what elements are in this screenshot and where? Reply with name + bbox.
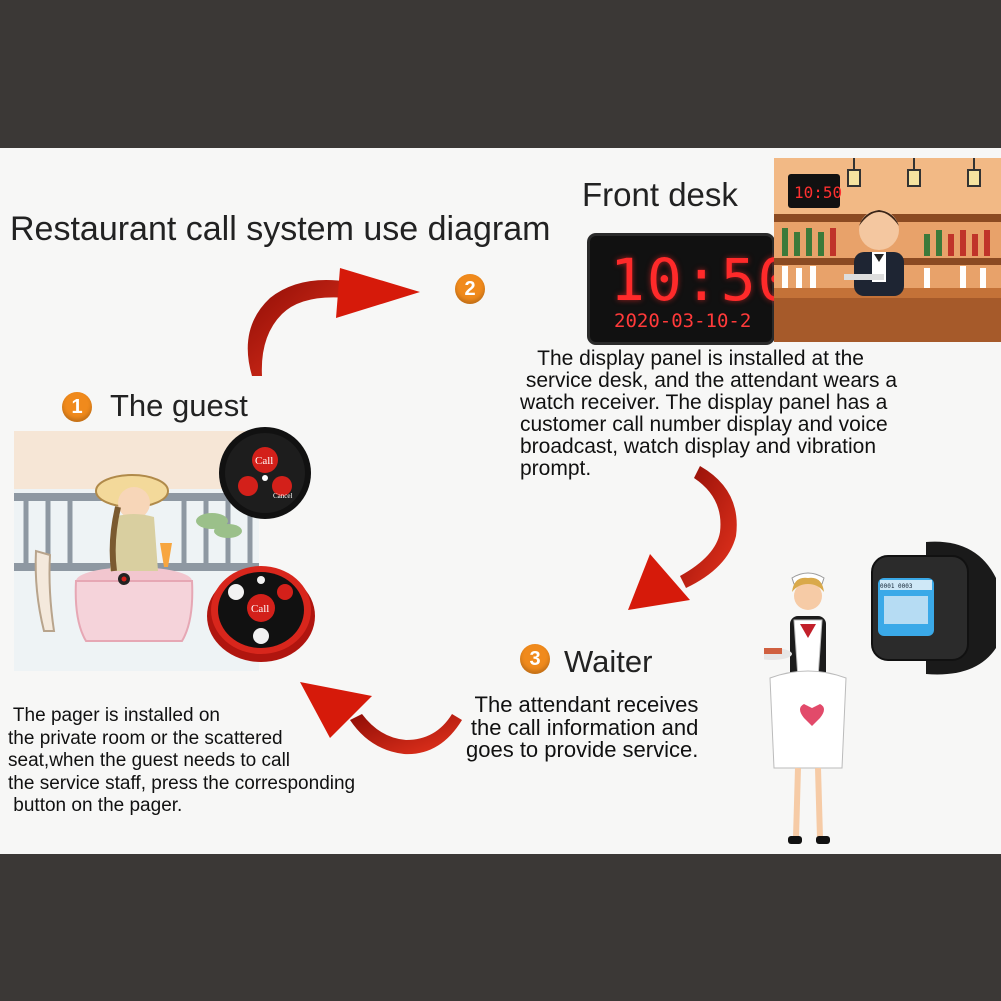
step-2-badge: 2 — [455, 274, 485, 304]
guest-heading: The guest — [110, 388, 248, 423]
waiter-description: The attendant receives the call informat… — [466, 692, 699, 762]
diagram-canvas: Restaurant call system use diagram 2 Fro… — [0, 148, 1001, 854]
guest-scene-svg — [14, 431, 259, 671]
waiter-svg — [752, 572, 847, 844]
bartender-illustration: 10:50 — [774, 158, 1001, 342]
bar-scene-svg: 10:50 — [774, 158, 1001, 342]
display-panel-time: 10:50 — [610, 246, 795, 314]
pager-icon: Call — [206, 558, 316, 664]
step-1-badge: 1 — [62, 392, 92, 422]
waiter-illustration — [752, 568, 854, 854]
watch-icon: 0001 0003 — [866, 538, 1000, 682]
guest-description: The pager is installed on the private ro… — [8, 705, 356, 816]
diagram-title: Restaurant call system use diagram — [10, 210, 551, 248]
pager-black-call-label: Call — [255, 455, 273, 467]
pager-red-call-label: Call — [251, 603, 269, 615]
display-panel-icon: 10:50 2020-03-10-2 — [590, 236, 793, 342]
wall-display-time: 10:50 — [794, 183, 842, 202]
watch-svg: 0001 0003 — [871, 541, 996, 675]
flow-arrows — [247, 268, 737, 755]
watch-screen-text: 0001 0003 — [880, 583, 913, 590]
step-3-badge: 3 — [520, 644, 550, 674]
display-panel-date: 2020-03-10-2 — [614, 310, 752, 332]
bottom-letterbox-band — [0, 854, 1001, 1001]
guest-illustration — [14, 431, 259, 671]
waiter-heading: Waiter — [564, 644, 653, 679]
step-arrow-icon — [247, 268, 420, 376]
pager-red-svg: Call — [207, 566, 315, 662]
front-desk-heading: Front desk — [582, 176, 738, 213]
step-arrow-icon — [628, 466, 737, 610]
top-letterbox-band — [0, 0, 1001, 148]
pager-icon: Call Cancel — [218, 426, 312, 520]
pager-black-cancel-label: Cancel — [273, 492, 292, 500]
pager-black-svg: Call Cancel — [219, 427, 311, 519]
step-arrow-icon — [300, 682, 462, 755]
front-desk-description: The display panel is installed at the se… — [520, 347, 898, 480]
